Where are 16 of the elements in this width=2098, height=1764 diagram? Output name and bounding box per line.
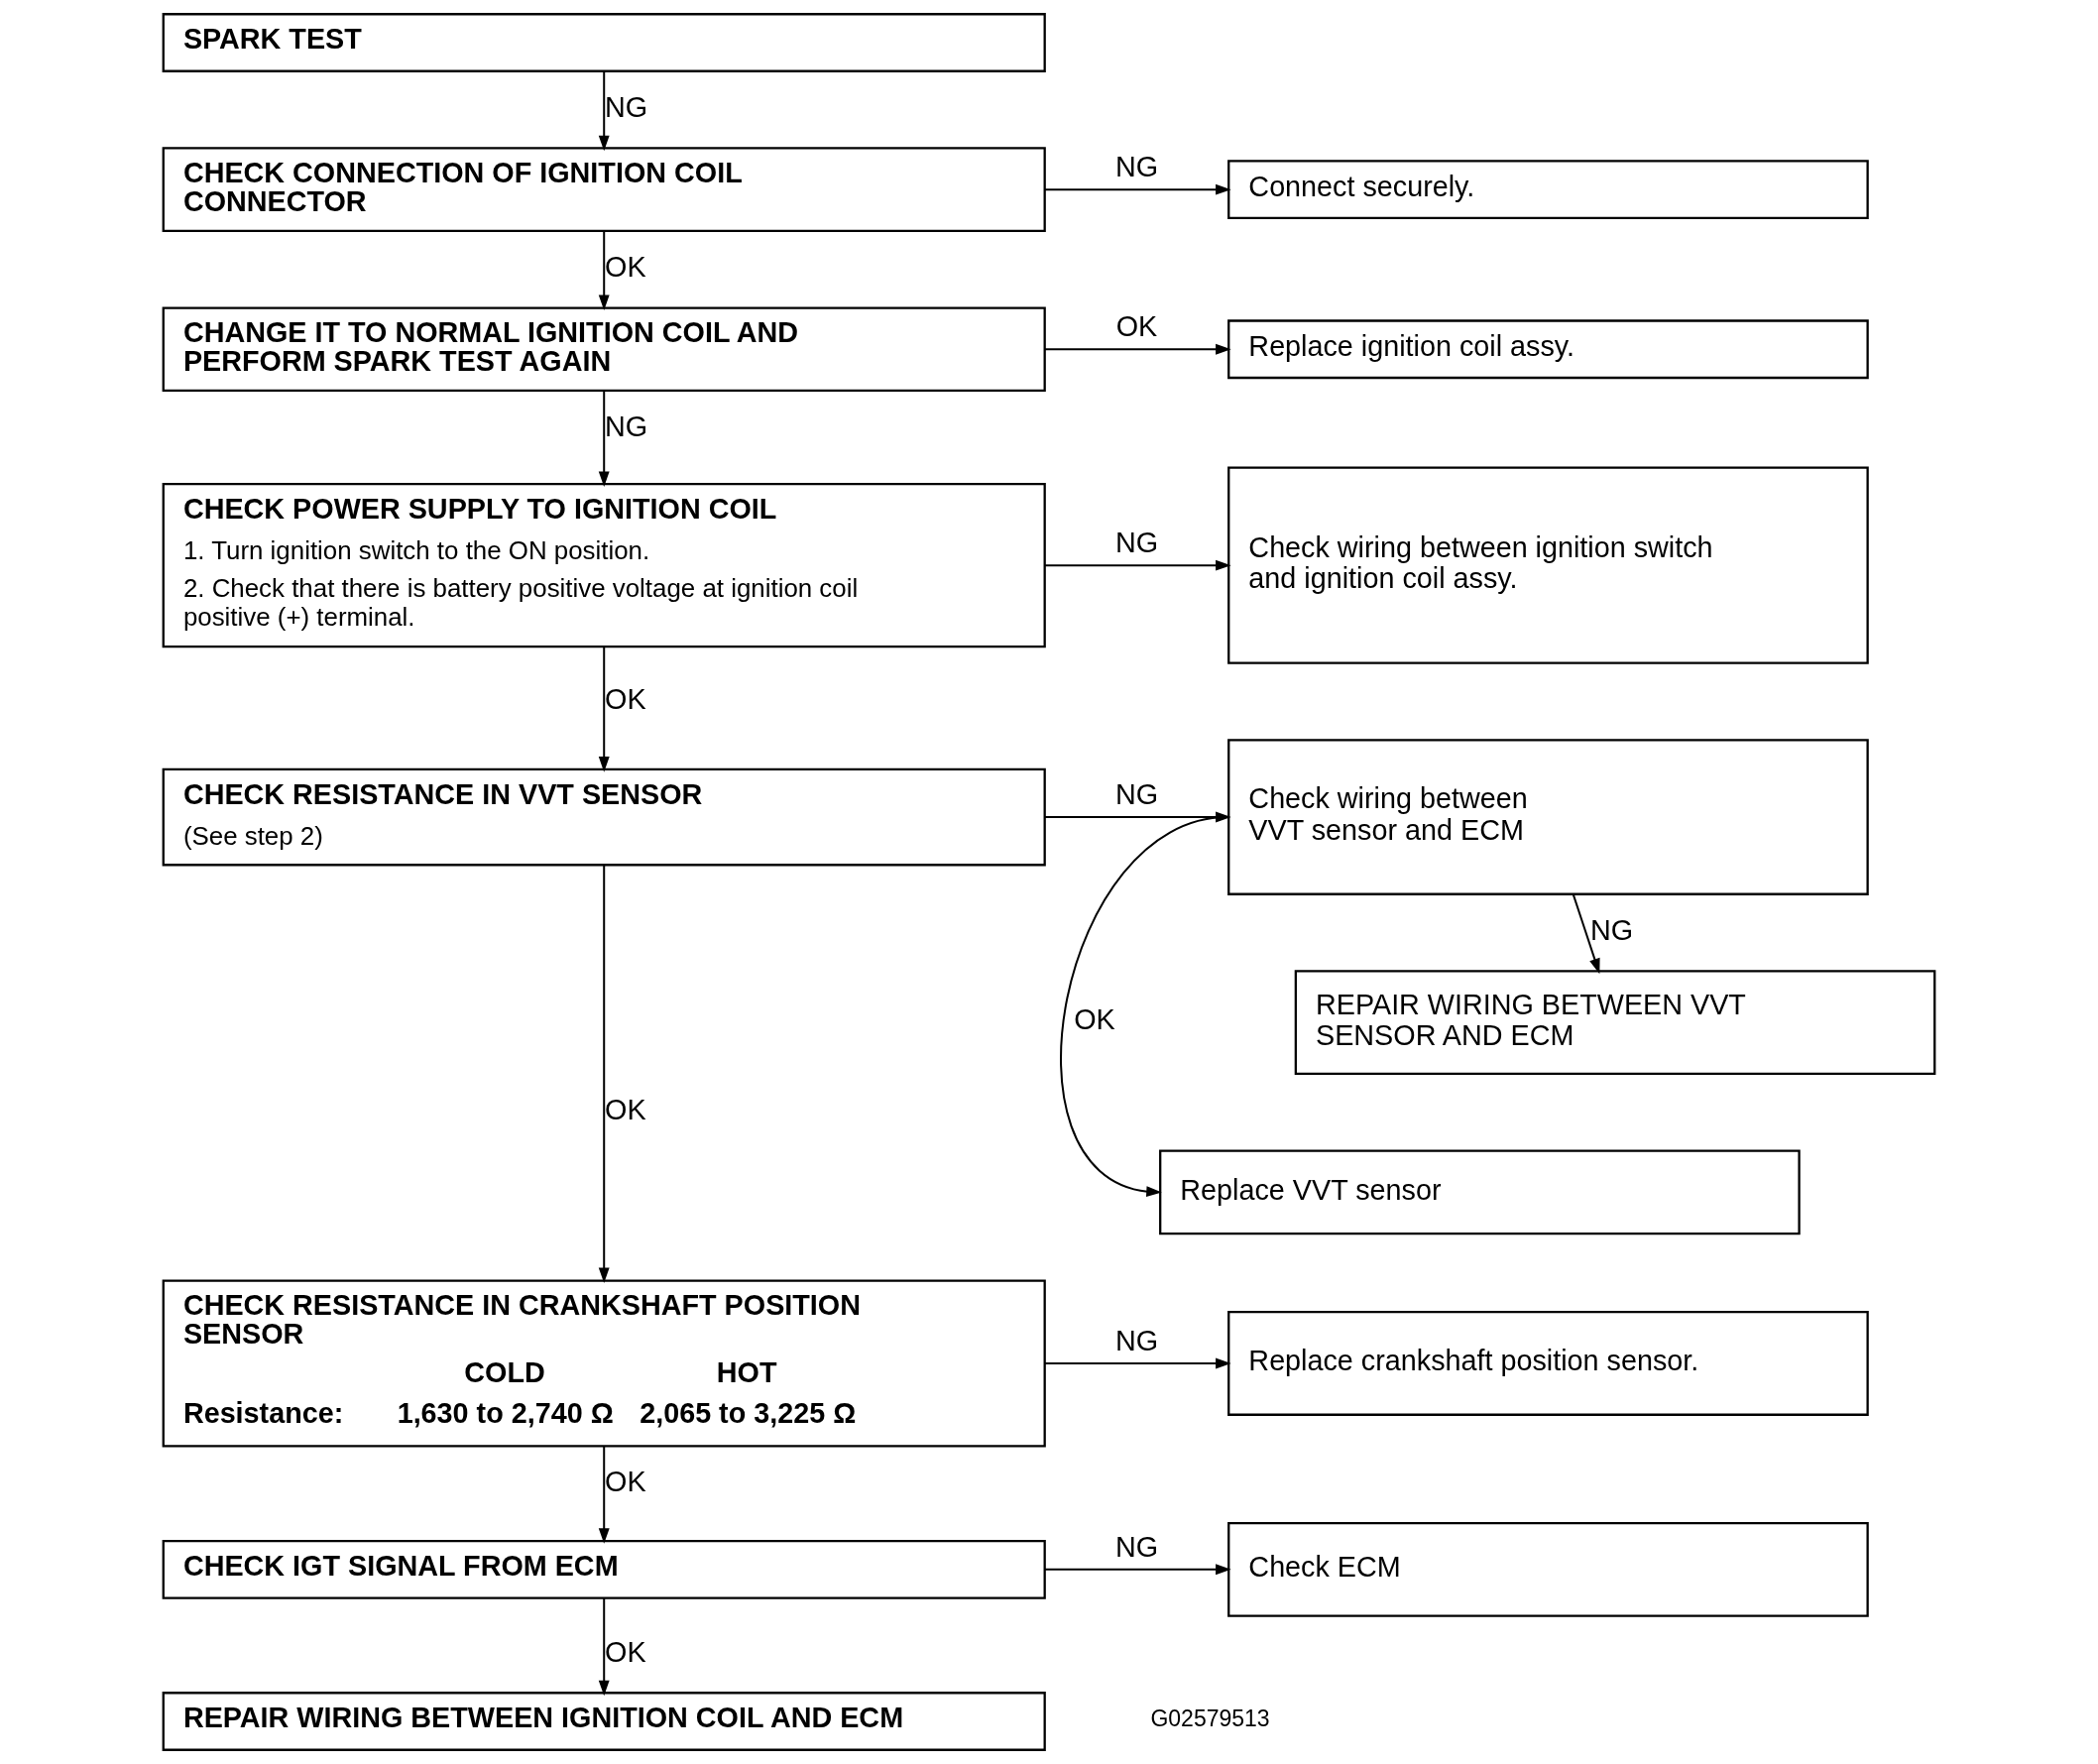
edge-label: NG: [1114, 1325, 1159, 1357]
edge-label: OK: [1115, 310, 1158, 343]
edge-label: NG: [1114, 1530, 1159, 1563]
edge-label: NG: [1589, 913, 1634, 946]
label: G02579513: [1150, 1705, 1270, 1732]
edge-label: NG: [1114, 778, 1159, 811]
edge-label: OK: [605, 1093, 646, 1125]
edge-label: NG: [1114, 151, 1159, 183]
edge-label: OK: [605, 250, 646, 283]
edge-label: NG: [1114, 527, 1159, 559]
edge-label: OK: [605, 1466, 646, 1498]
edge-label: NG: [604, 90, 648, 123]
edge-label: NG: [604, 411, 648, 442]
edge-label: OK: [1074, 1003, 1115, 1036]
edge-label: OK: [605, 1635, 646, 1668]
edge-label: OK: [605, 682, 646, 715]
